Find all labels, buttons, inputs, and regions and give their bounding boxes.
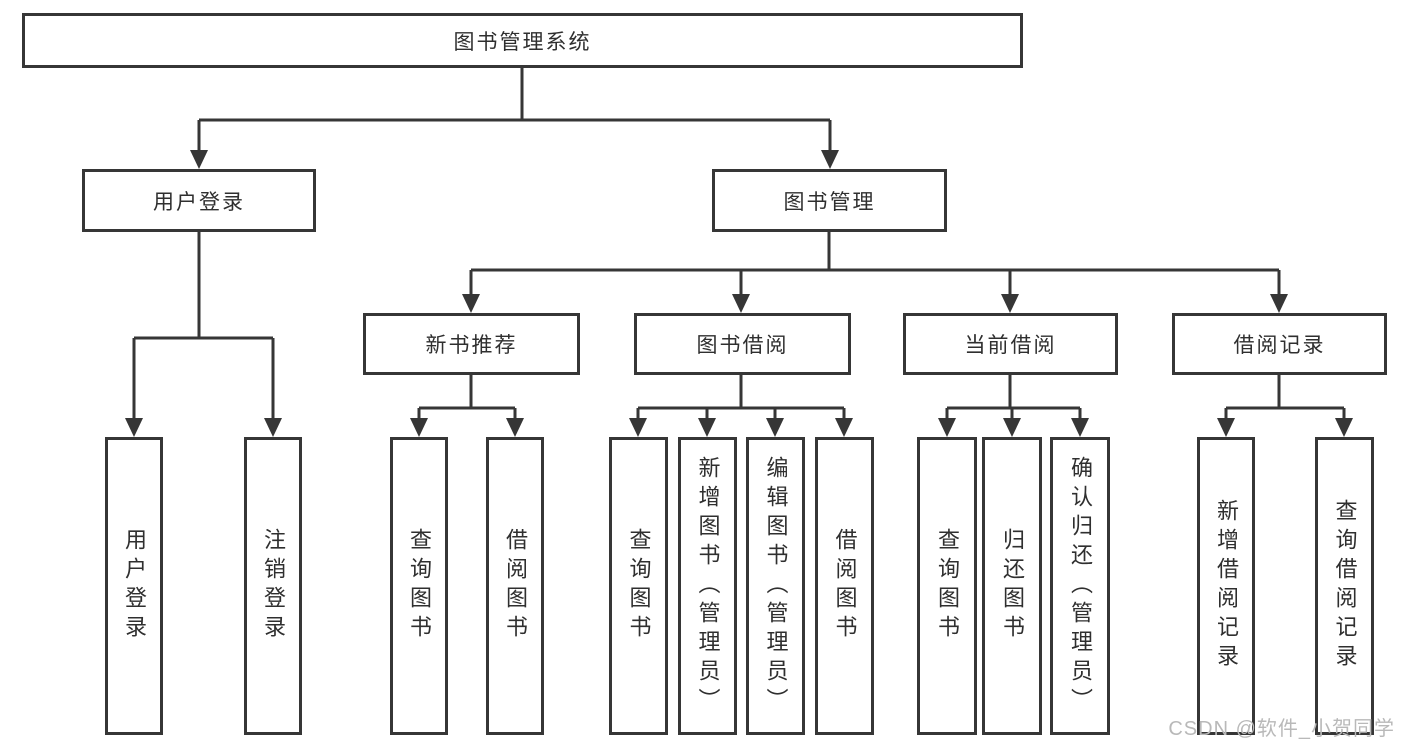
leaf-add-book-admin-label: 新增图书（管理员） xyxy=(695,455,721,717)
leaf-query-borrow-record: 查询借阅记录 xyxy=(1315,437,1374,735)
node-book-management-label: 图书管理 xyxy=(783,190,876,214)
leaf-query-book-label: 查询图书 xyxy=(626,528,652,644)
leaf-query-book: 查询图书 xyxy=(609,437,668,735)
leaf-add-book-admin: 新增图书（管理员） xyxy=(678,437,737,735)
leaf-query-book-label: 查询图书 xyxy=(935,528,960,644)
leaf-edit-book-admin: 编辑图书（管理员） xyxy=(746,437,805,735)
node-book-management: 图书管理 xyxy=(712,169,947,232)
node-user-login-label: 用户登录 xyxy=(153,190,245,214)
leaf-query-book: 查询图书 xyxy=(390,437,448,735)
node-new-book-recommend-label: 新书推荐 xyxy=(425,334,518,357)
leaf-query-borrow-record-label: 查询借阅记录 xyxy=(1332,499,1358,673)
leaf-query-book: 查询图书 xyxy=(917,437,977,735)
csdn-watermark: CSDN @软件_小贺同学 xyxy=(1168,718,1395,740)
leaf-borrow-book: 借阅图书 xyxy=(815,437,874,735)
leaf-logout: 注销登录 xyxy=(244,437,302,735)
leaf-add-borrow-record-label: 新增借阅记录 xyxy=(1214,499,1239,673)
leaf-borrow-book: 借阅图书 xyxy=(486,437,544,735)
node-library-system-label: 图书管理系统 xyxy=(453,30,592,54)
leaf-confirm-return-admin: 确认归还（管理员） xyxy=(1050,437,1110,735)
node-user-login: 用户登录 xyxy=(82,169,316,232)
node-current-borrow: 当前借阅 xyxy=(903,313,1118,375)
arrowheads xyxy=(125,150,1353,437)
node-book-borrow: 图书借阅 xyxy=(634,313,851,375)
leaf-user-login-label: 用户登录 xyxy=(122,528,147,644)
leaf-user-login: 用户登录 xyxy=(105,437,163,735)
node-borrow-records-label: 借阅记录 xyxy=(1233,334,1326,357)
node-library-system: 图书管理系统 xyxy=(22,13,1023,68)
leaf-logout-label: 注销登录 xyxy=(261,528,286,644)
leaf-edit-book-admin-label: 编辑图书（管理员） xyxy=(763,455,789,717)
node-borrow-records: 借阅记录 xyxy=(1172,313,1387,375)
node-new-book-recommend: 新书推荐 xyxy=(363,313,580,375)
leaf-confirm-return-admin-label: 确认归还（管理员） xyxy=(1068,455,1093,717)
leaf-return-book: 归还图书 xyxy=(982,437,1042,735)
leaf-query-book-label: 查询图书 xyxy=(407,528,432,644)
node-current-borrow-label: 当前借阅 xyxy=(964,334,1057,357)
node-book-borrow-label: 图书借阅 xyxy=(696,334,789,357)
leaf-return-book-label: 归还图书 xyxy=(1000,528,1025,644)
leaf-borrow-book-label: 借阅图书 xyxy=(832,528,858,644)
leaf-borrow-book-label: 借阅图书 xyxy=(503,528,528,644)
leaf-add-borrow-record: 新增借阅记录 xyxy=(1197,437,1255,735)
